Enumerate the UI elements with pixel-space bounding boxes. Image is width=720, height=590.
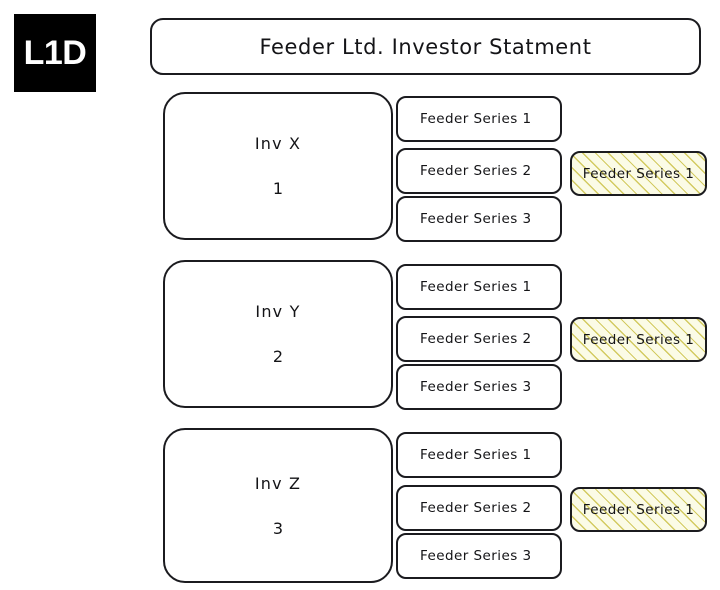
- series-box-1-1[interactable]: Feeder Series 1: [396, 96, 562, 142]
- investor-box-1[interactable]: Inv X 1: [163, 92, 393, 240]
- series-label: Feeder Series 1: [420, 111, 532, 127]
- investor-box-3[interactable]: Inv Z 3: [163, 428, 393, 583]
- investor-name: Inv Z: [254, 473, 302, 493]
- highlighted-series-box-1[interactable]: Feeder Series 1: [570, 151, 707, 196]
- page-title-box: Feeder Ltd. Investor Statment: [150, 18, 701, 75]
- highlighted-series-box-3[interactable]: Feeder Series 1: [570, 487, 707, 532]
- series-box-1-3[interactable]: Feeder Series 3: [396, 196, 562, 242]
- highlighted-series-label: Feeder Series 1: [582, 501, 695, 518]
- series-box-2-3[interactable]: Feeder Series 3: [396, 364, 562, 410]
- l1d-logo: L1D: [14, 14, 96, 92]
- logo-text: L1D: [23, 34, 87, 72]
- series-label: Feeder Series 3: [420, 379, 532, 395]
- investor-number: 3: [272, 518, 284, 538]
- highlighted-series-label: Feeder Series 1: [582, 165, 695, 182]
- highlighted-series-label: Feeder Series 1: [582, 331, 695, 348]
- investor-box-2[interactable]: Inv Y 2: [163, 260, 393, 408]
- investor-number: 1: [272, 179, 284, 198]
- series-label: Feeder Series 1: [420, 447, 532, 463]
- series-label: Feeder Series 2: [420, 163, 532, 179]
- series-box-3-3[interactable]: Feeder Series 3: [396, 533, 562, 579]
- series-box-3-1[interactable]: Feeder Series 1: [396, 432, 562, 478]
- series-label: Feeder Series 1: [420, 279, 532, 295]
- series-box-1-2[interactable]: Feeder Series 2: [396, 148, 562, 194]
- series-label: Feeder Series 3: [420, 211, 532, 227]
- investor-number: 2: [272, 347, 284, 366]
- page-title: Feeder Ltd. Investor Statment: [259, 34, 592, 59]
- series-box-3-2[interactable]: Feeder Series 2: [396, 485, 562, 531]
- series-box-2-2[interactable]: Feeder Series 2: [396, 316, 562, 362]
- series-label: Feeder Series 2: [420, 331, 532, 347]
- investor-name: Inv X: [254, 134, 302, 153]
- series-label: Feeder Series 3: [420, 548, 532, 564]
- series-box-2-1[interactable]: Feeder Series 1: [396, 264, 562, 310]
- series-label: Feeder Series 2: [420, 500, 532, 516]
- investor-name: Inv Y: [255, 302, 301, 321]
- highlighted-series-box-2[interactable]: Feeder Series 1: [570, 317, 707, 362]
